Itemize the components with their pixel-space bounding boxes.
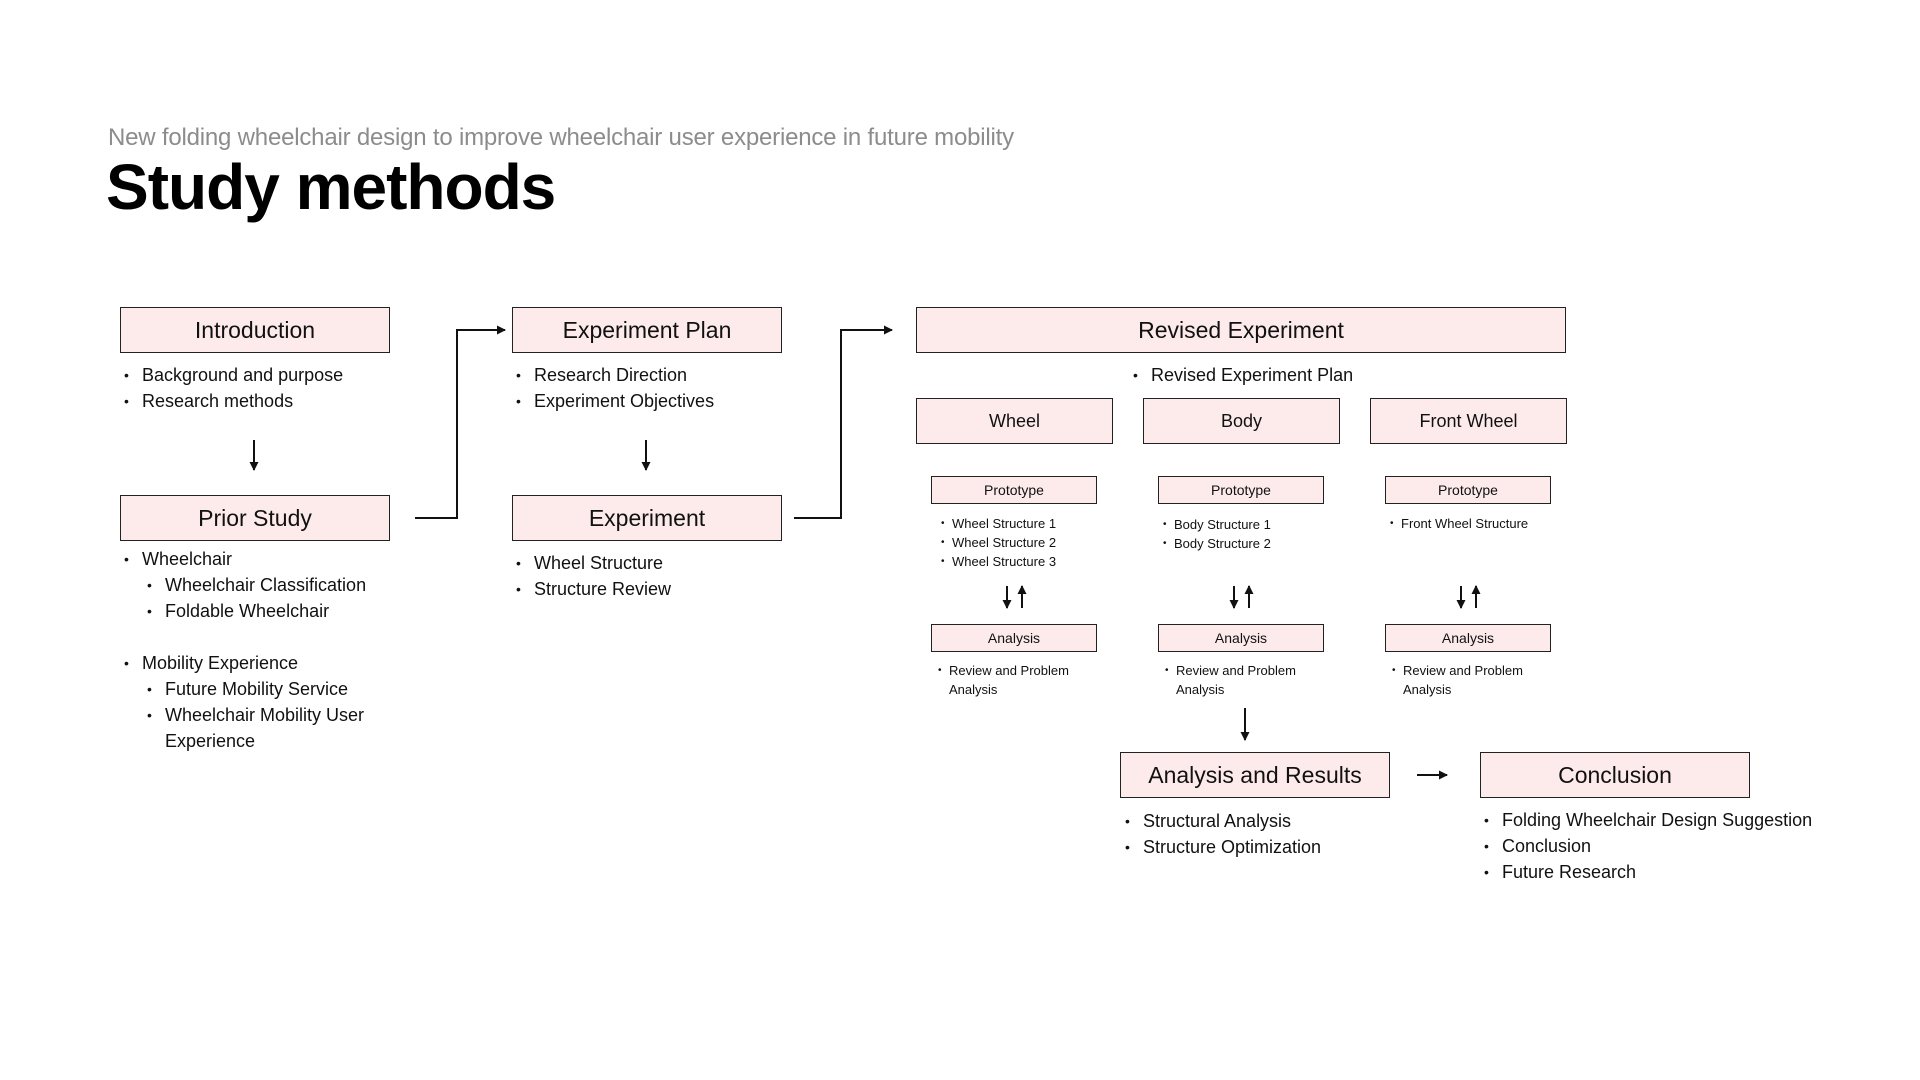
experiment-list: Wheel Structure Structure Review	[516, 550, 671, 602]
list-item: Experiment Objectives	[516, 388, 714, 414]
list-item: Research Direction	[516, 362, 714, 388]
experiment-plan-box: Experiment Plan	[512, 307, 782, 353]
list-item: Folding Wheelchair Design Suggestion	[1484, 807, 1812, 833]
experiment-label: Experiment	[588, 504, 706, 531]
page-subtitle: New folding wheelchair design to improve…	[108, 124, 1014, 151]
analysis-results-list: Structural Analysis Structure Optimizati…	[1125, 808, 1321, 860]
front-wheel-prototype-label: Prototype	[1438, 482, 1498, 498]
list-item: Analysis	[1176, 682, 1225, 697]
list-item: Front Wheel Structure	[1385, 514, 1528, 533]
front-wheel-box: Front Wheel	[1370, 398, 1567, 444]
introduction-list: Background and purpose Research methods	[124, 362, 343, 414]
body-prototype-box: Prototype	[1158, 476, 1324, 504]
front-wheel-prototype-list: Front Wheel Structure	[1385, 514, 1528, 533]
wheel-box: Wheel	[916, 398, 1113, 444]
body-label: Body	[1220, 410, 1263, 431]
list-item: Structural Analysis	[1125, 808, 1321, 834]
body-prototype-label: Prototype	[1211, 482, 1271, 498]
page-title: Study methods	[106, 151, 556, 223]
wheel-label: Wheel	[988, 410, 1041, 431]
list-item: Wheelchair Classification	[124, 572, 366, 598]
list-item: Structure Optimization	[1125, 834, 1321, 860]
wheel-prototype-label: Prototype	[984, 482, 1044, 498]
wheel-analysis-list: Review and Problem Analysis	[933, 661, 1069, 699]
wheel-prototype-list: Wheel Structure 1 Wheel Structure 2 Whee…	[936, 514, 1056, 571]
list-item: Structure Review	[516, 576, 671, 602]
list-item: Future Mobility Service	[124, 676, 366, 702]
list-item: Analysis	[949, 682, 998, 697]
prior-study-list: Wheelchair Wheelchair Classification Fol…	[124, 546, 366, 754]
arrow-experiment-to-revised	[794, 325, 893, 519]
body-analysis-box: Analysis	[1158, 624, 1324, 652]
conclusion-box: Conclusion	[1480, 752, 1750, 798]
wheel-analysis-box: Analysis	[931, 624, 1097, 652]
revised-experiment-list: Revised Experiment Plan	[1133, 362, 1353, 388]
list-item: Wheel Structure 2	[936, 533, 1056, 552]
list-item: Future Research	[1484, 859, 1812, 885]
experiment-plan-list: Research Direction Experiment Objectives	[516, 362, 714, 414]
front-wheel-analysis-list: Review and Problem Analysis	[1387, 661, 1523, 699]
analysis-results-box: Analysis and Results	[1120, 752, 1390, 798]
list-item: Revised Experiment Plan	[1133, 362, 1353, 388]
list-item: Research methods	[124, 388, 343, 414]
list-item: Wheel Structure 3	[936, 552, 1056, 571]
list-item: Analysis	[1403, 682, 1452, 697]
body-analysis-list: Review and Problem Analysis	[1160, 661, 1296, 699]
front-wheel-label: Front Wheel	[1419, 410, 1518, 431]
list-item: Mobility Experience	[124, 650, 366, 676]
revised-experiment-box: Revised Experiment	[916, 307, 1566, 353]
arrow-prior-to-plan	[415, 325, 506, 519]
experiment-box: Experiment	[512, 495, 782, 541]
list-item: Conclusion	[1484, 833, 1812, 859]
revised-experiment-label: Revised Experiment	[1138, 316, 1344, 343]
wheel-analysis-label: Analysis	[987, 630, 1041, 646]
list-item: Wheelchair	[124, 546, 366, 572]
front-wheel-analysis-box: Analysis	[1385, 624, 1551, 652]
list-item: Wheelchair Mobility User	[124, 702, 366, 728]
front-wheel-prototype-box: Prototype	[1385, 476, 1551, 504]
list-item: Review and Problem	[933, 661, 1069, 680]
list-item: Review and Problem	[1160, 661, 1296, 680]
body-prototype-list: Body Structure 1 Body Structure 2	[1158, 515, 1271, 553]
list-item: Experience	[165, 731, 256, 751]
list-item: Foldable Wheelchair	[124, 598, 366, 624]
list-item: Wheel Structure 1	[936, 514, 1056, 533]
body-analysis-label: Analysis	[1214, 630, 1268, 646]
list-item: Wheel Structure	[516, 550, 671, 576]
wheel-prototype-box: Prototype	[931, 476, 1097, 504]
list-item: Body Structure 2	[1158, 534, 1271, 553]
conclusion-label: Conclusion	[1558, 761, 1672, 788]
front-wheel-analysis-label: Analysis	[1441, 630, 1495, 646]
prior-study-box: Prior Study	[120, 495, 390, 541]
introduction-label: Introduction	[194, 316, 316, 343]
introduction-box: Introduction	[120, 307, 390, 353]
list-item: Body Structure 1	[1158, 515, 1271, 534]
prior-study-label: Prior Study	[198, 504, 312, 531]
experiment-plan-label: Experiment Plan	[562, 316, 732, 343]
conclusion-list: Folding Wheelchair Design Suggestion Con…	[1484, 807, 1812, 885]
body-box: Body	[1143, 398, 1340, 444]
analysis-results-label: Analysis and Results	[1148, 761, 1362, 788]
list-item: Background and purpose	[124, 362, 343, 388]
list-item: Review and Problem	[1387, 661, 1523, 680]
